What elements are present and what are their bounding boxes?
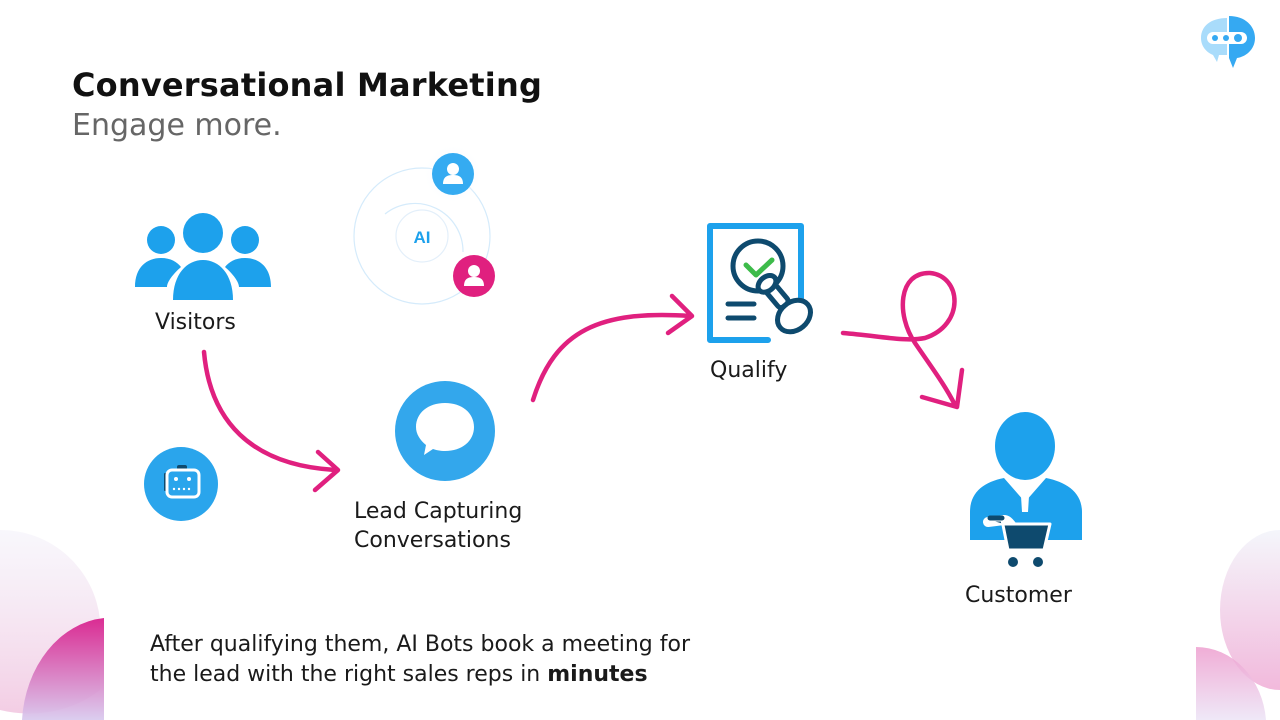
caption-emphasis: minutes [547,662,648,687]
caption-line1: After qualifying them, AI Bots book a me… [150,632,690,657]
qualify-label: Qualify [710,358,788,383]
caption: After qualifying them, AI Bots book a me… [150,630,690,690]
lead-label-line2: Conversations [354,528,511,553]
group-of-people-icon [135,213,271,300]
page-title: Conversational Marketing [72,66,543,104]
decorative-corner-bottom-right [1196,530,1280,720]
customer-with-cart-icon [970,412,1082,567]
lead-label-line1: Lead Capturing [354,499,523,524]
customer-label: Customer [965,583,1072,608]
caption-line2: the lead with the right sales reps in mi… [150,660,690,690]
chat-bubble-icon [395,381,495,481]
caption-line2-text: the lead with the right sales reps in [150,662,548,687]
chat-bubble-logo-icon [1201,16,1255,68]
page-subtitle: Engage more. [72,108,282,143]
visitors-label: Visitors [155,310,236,335]
approved-document-stamp-icon [707,223,813,343]
ai-hub-label: AI [414,228,431,247]
robot-icon [144,447,218,521]
decorative-corner-bottom-left [0,529,104,720]
ai-orbit-icon: AI [353,144,495,305]
